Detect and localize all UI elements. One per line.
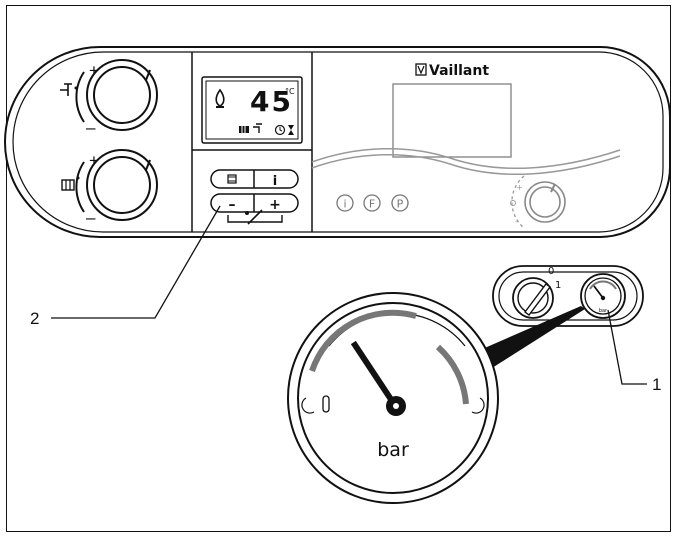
chimney-sweep-button[interactable]: [213, 172, 253, 186]
f-round-button[interactable]: F: [363, 194, 381, 212]
gauge-scale-high: [435, 344, 469, 405]
brand-logo: Vaillant: [415, 63, 489, 79]
temperature-readout: 45: [250, 85, 293, 118]
heating-minus-mark: –: [86, 208, 96, 227]
knob-plus-mark: +: [516, 183, 523, 192]
button-row-top: i: [210, 169, 299, 189]
callout-2: 2: [30, 205, 221, 328]
temperature-unit: °C: [285, 87, 295, 96]
callout-2-label: 2: [30, 309, 39, 328]
minus-button[interactable]: –: [213, 196, 253, 213]
programmer-knob[interactable]: + –: [510, 175, 566, 229]
tap-status-icon: [253, 123, 262, 133]
main-switch[interactable]: 0 1: [512, 266, 561, 319]
panel-curve-inner: [311, 154, 621, 176]
callout-1-label: 1: [652, 375, 661, 394]
chimney-sweep-icon: [227, 174, 237, 184]
radiator-status-icon: [239, 126, 249, 133]
minus-button-label: –: [229, 197, 236, 213]
gauge-needle: [350, 340, 401, 412]
info-round-label: i: [343, 198, 346, 211]
switch-off-label: 0: [548, 266, 554, 277]
callout-1: 1: [607, 309, 661, 394]
small-pressure-gauge: bar: [580, 273, 626, 319]
flame-icon: [215, 88, 225, 108]
hourglass-icon: [288, 125, 294, 135]
heating-dial[interactable]: + –: [61, 149, 158, 227]
p-round-label: P: [397, 198, 404, 211]
switch-on-label: 1: [555, 280, 561, 291]
programmer-screen: [392, 83, 512, 158]
brand-name: Vaillant: [429, 63, 489, 79]
large-gauge-unit: bar: [377, 439, 409, 461]
hot-water-plus-mark: +: [89, 61, 99, 80]
large-pressure-gauge: bar: [287, 292, 499, 504]
hot-water-tap-icon: [60, 83, 78, 96]
gauge-scale-low: [309, 309, 417, 372]
hot-water-minus-mark: –: [86, 118, 96, 137]
info-button[interactable]: i: [255, 172, 296, 189]
plus-button[interactable]: +: [255, 196, 296, 213]
f-round-label: F: [369, 198, 375, 211]
p-round-button[interactable]: P: [391, 194, 409, 212]
button-row-bottom: – +: [210, 193, 299, 213]
panel-curve: [311, 148, 621, 170]
fill-bracket-icon: [227, 209, 283, 225]
zoom-pointer: [480, 306, 585, 368]
knob-minus-mark: –: [515, 217, 519, 226]
hot-water-dial[interactable]: + –: [60, 59, 158, 137]
heating-plus-mark: +: [89, 151, 99, 170]
plus-button-label: +: [269, 197, 281, 213]
radiator-icon: [61, 176, 80, 191]
info-round-button[interactable]: i: [336, 194, 354, 212]
small-gauge-unit: bar: [599, 308, 608, 314]
lcd-display: 45 °C: [201, 76, 303, 144]
info-button-label: i: [273, 174, 277, 189]
clock-icon: [274, 124, 286, 136]
